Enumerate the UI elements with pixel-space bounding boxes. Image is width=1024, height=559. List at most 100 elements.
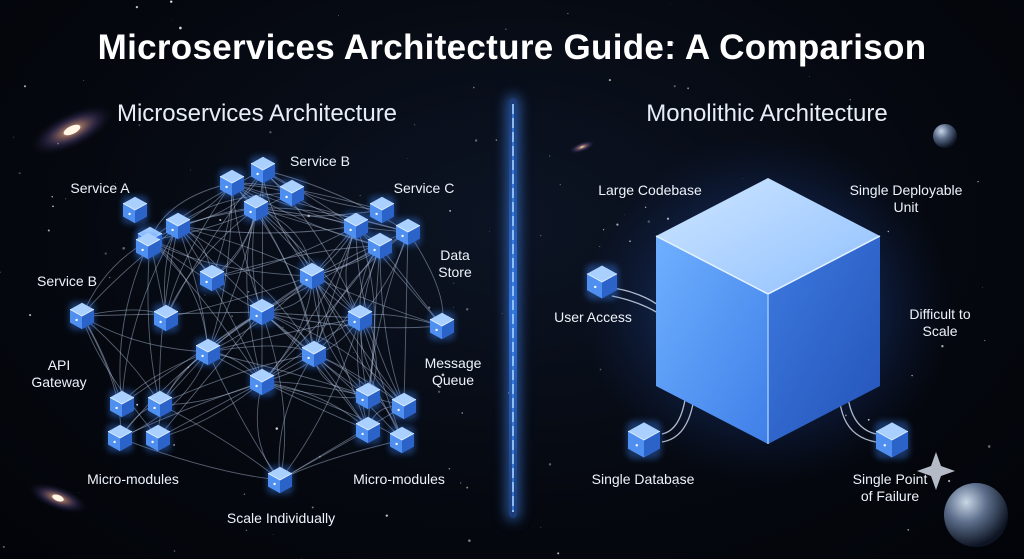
star (108, 276, 111, 279)
star (428, 306, 431, 309)
microservices-heading: Microservices Architecture (116, 100, 398, 127)
label-message-queue: Message Queue (424, 355, 482, 388)
star (669, 3, 671, 5)
star (245, 529, 247, 531)
service-cube (388, 425, 416, 455)
label-service-a: Service A (70, 180, 130, 196)
connection-line (177, 225, 315, 355)
service-cube (394, 217, 422, 247)
star (282, 326, 284, 328)
monolith-satellite-cubes (585, 264, 910, 460)
service-cube (354, 381, 382, 411)
star (672, 41, 675, 44)
star (247, 290, 250, 293)
connection-line (211, 225, 357, 279)
monolithic-heading: Monolithic Architecture (646, 100, 888, 127)
service-cube (390, 391, 418, 421)
label-user-access: User Access (554, 309, 632, 325)
service-cube (346, 303, 374, 333)
star (385, 514, 388, 517)
label-difficult-to-scale: Difficult to Scale (909, 306, 971, 339)
star (23, 85, 27, 88)
star (569, 316, 571, 318)
service-cube (134, 231, 162, 261)
label-micro-modules-right: Micro-modules (353, 471, 445, 487)
service-cube (342, 211, 370, 241)
star (501, 313, 503, 314)
star (307, 214, 311, 218)
star (104, 252, 107, 255)
star (449, 210, 451, 212)
star (472, 86, 475, 89)
star (468, 539, 471, 542)
connection-line (159, 381, 263, 405)
connection-line (165, 169, 264, 319)
star (122, 246, 126, 250)
star (47, 229, 50, 232)
connection-line (149, 239, 263, 383)
star (190, 169, 192, 171)
connection-line (252, 207, 263, 313)
connection-line (207, 207, 257, 353)
service-cube (298, 261, 326, 291)
connection-line (261, 311, 403, 441)
connection-line (119, 437, 281, 481)
star (459, 482, 462, 484)
single-database-cube (626, 420, 662, 460)
section-divider-core (512, 104, 514, 512)
star (243, 493, 246, 496)
star (173, 443, 176, 446)
sparkle-star-icon (917, 452, 955, 490)
service-cube (242, 193, 270, 223)
connection-line (121, 225, 179, 405)
label-data-store: Data Store (438, 247, 472, 280)
label-single-point-of-failure: Single Point of Failure (852, 471, 928, 504)
connection-line (231, 182, 409, 233)
star (675, 485, 677, 487)
user-access-cube (585, 264, 619, 300)
service-cube (164, 211, 192, 241)
star (557, 552, 560, 555)
connection-line (211, 245, 381, 279)
star (909, 192, 911, 194)
connection-line (207, 345, 315, 355)
star (505, 28, 507, 30)
connection-line (246, 207, 263, 383)
connection-line (261, 225, 357, 383)
star (984, 339, 986, 342)
label-micro-modules-left: Micro-modules (87, 471, 179, 487)
star (259, 264, 260, 266)
star (673, 85, 676, 88)
star (474, 139, 478, 142)
service-cube (368, 195, 396, 225)
star (52, 205, 54, 208)
connection-line (279, 317, 361, 481)
star (453, 306, 455, 308)
star (987, 445, 991, 448)
star (809, 75, 810, 77)
label-service-b-top: Service B (290, 153, 350, 169)
star (489, 231, 490, 233)
connection-line (177, 225, 263, 383)
planet-right-bottom (944, 483, 1008, 547)
connection-line (207, 351, 369, 431)
star (977, 180, 979, 183)
label-large-codebase: Large Codebase (598, 182, 702, 198)
star (849, 99, 851, 101)
star (947, 479, 951, 483)
connection-line (119, 311, 263, 439)
connection-line (81, 225, 179, 317)
star (388, 49, 391, 52)
connection-line (207, 182, 233, 353)
connection-line (157, 353, 315, 439)
galaxy-top-left (29, 104, 115, 156)
star (311, 506, 314, 509)
star (272, 534, 274, 535)
star (135, 5, 139, 9)
star (204, 294, 206, 296)
star (301, 557, 302, 559)
connection-line (255, 207, 381, 247)
label-api-gateway: API Gateway (31, 357, 87, 390)
